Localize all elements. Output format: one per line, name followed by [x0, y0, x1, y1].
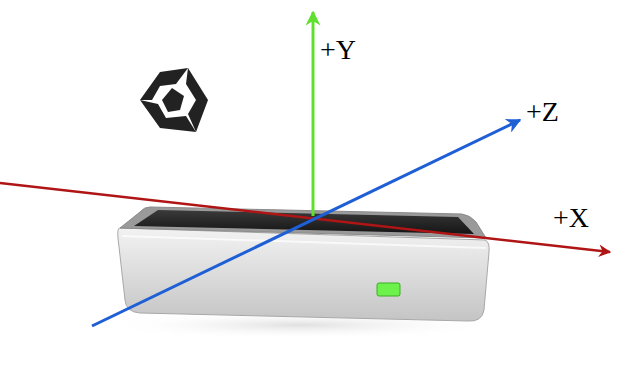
x-axis	[0, 183, 610, 252]
axis-label: +Y	[320, 36, 356, 64]
y-axis	[312, 12, 315, 216]
status-led	[377, 283, 400, 296]
axis-label: +X	[553, 204, 589, 232]
z-axis	[92, 120, 520, 326]
unity-logo	[140, 68, 208, 132]
axis-label: +Z	[526, 98, 559, 126]
